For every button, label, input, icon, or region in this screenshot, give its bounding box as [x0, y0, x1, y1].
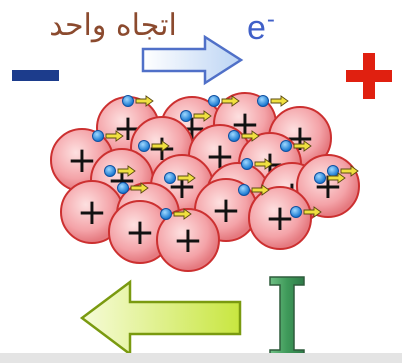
ion-plus-sign: +: [125, 212, 155, 253]
electron: [327, 165, 359, 177]
electron-motion-arrow: [105, 130, 124, 142]
electron-motion-arrow: [221, 95, 240, 107]
electron: [238, 184, 270, 196]
electron-dot: [290, 206, 302, 218]
electron-motion-arrow: [135, 95, 154, 107]
ion: +: [156, 208, 220, 272]
ion: +: [108, 200, 172, 264]
electron-motion-arrow: [117, 165, 136, 177]
electron-dot: [122, 95, 134, 107]
electron-layer: [92, 95, 359, 220]
electron-direction-arrow: [141, 34, 244, 86]
electron-motion-arrow: [177, 172, 196, 184]
electron: [160, 208, 192, 220]
electron: [228, 130, 260, 142]
negative-sign: −: [30, 89, 31, 91]
electron: [122, 95, 154, 107]
ion-body: [248, 186, 312, 250]
electron-dot: [241, 158, 253, 170]
electron-dot: [238, 184, 250, 196]
direction-title: اتجاه واحد: [49, 8, 177, 43]
ion-body: [156, 208, 220, 272]
electron-motion-arrow: [251, 184, 270, 196]
negative-terminal-icon: [12, 70, 59, 81]
electron: [314, 172, 346, 184]
ion-plus-sign: +: [265, 198, 295, 239]
electron-motion-arrow: [340, 165, 359, 177]
ion-plus-sign: +: [173, 220, 203, 261]
electron-motion-arrow: [327, 172, 346, 184]
electron-dot: [160, 208, 172, 220]
electron: [104, 165, 136, 177]
ion: +: [248, 186, 312, 250]
electron-motion-arrow: [270, 95, 289, 107]
current-symbol-icon: [269, 276, 305, 359]
electron-motion-arrow: [151, 140, 170, 152]
ion-plus-sign: +: [77, 192, 107, 233]
electron: [257, 95, 289, 107]
positive-terminal-icon: [346, 53, 392, 99]
ion-plus-sign: +: [211, 190, 241, 231]
electron-dot: [257, 95, 269, 107]
electron-dot: [280, 140, 292, 152]
electron-dot: [180, 110, 192, 122]
electron-dot: [208, 95, 220, 107]
electron-motion-arrow: [303, 206, 322, 218]
electron-dot: [164, 172, 176, 184]
electron: [164, 172, 196, 184]
electron-dot: [117, 182, 129, 194]
electron: [138, 140, 170, 152]
electron-dot: [314, 172, 326, 184]
electron-symbol: e: [247, 9, 266, 47]
electron: [290, 206, 322, 218]
electron-motion-arrow: [193, 110, 212, 122]
electron-label: e-: [247, 6, 275, 52]
ion: +: [60, 180, 124, 244]
electron: [208, 95, 240, 107]
positive-sign: +: [368, 78, 369, 81]
electron-dot: [228, 130, 240, 142]
electron: [280, 140, 312, 152]
electron-charge: -: [266, 6, 275, 33]
electron: [180, 110, 212, 122]
electron: [241, 158, 273, 170]
electron-dot: [104, 165, 116, 177]
bottom-divider: [0, 353, 402, 363]
electron-dot: [92, 130, 104, 142]
electron-motion-arrow: [254, 158, 273, 170]
electron-dot: [138, 140, 150, 152]
current-direction-arrow: [79, 279, 242, 357]
electron: [117, 182, 149, 194]
electron-dot: [327, 165, 339, 177]
electron-motion-arrow: [241, 130, 260, 142]
electron-motion-arrow: [293, 140, 312, 152]
electron-motion-arrow: [130, 182, 149, 194]
electron: [92, 130, 124, 142]
electron-motion-arrow: [173, 208, 192, 220]
